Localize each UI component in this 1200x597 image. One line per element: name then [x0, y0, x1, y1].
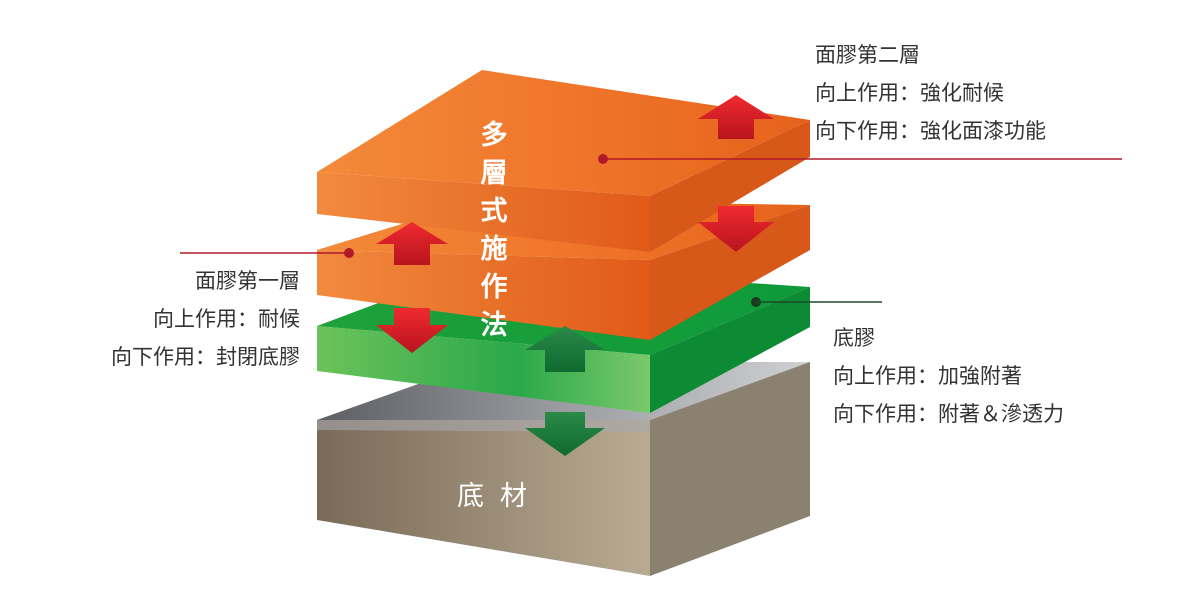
- downward-effect: 向下作用：附著＆滲透力: [833, 402, 1064, 426]
- layer-name: 面膠第一層: [195, 269, 300, 293]
- label-top-coat-1: 面膠第一層 向上作用：耐候 向下作用：封閉底膠: [62, 262, 300, 376]
- vertical-title: 多 層 式 施 作 法: [476, 117, 512, 345]
- top-coat-1-front-face: [317, 250, 650, 340]
- layer-name: 面膠第二層: [815, 43, 920, 67]
- downward-effect: 向下作用：封閉底膠: [111, 345, 300, 369]
- arrow-down-primer: [525, 412, 605, 456]
- leader-primer: [751, 297, 882, 307]
- upward-effect: 向上作用：耐候: [153, 307, 300, 331]
- upward-effect: 向上作用：強化耐候: [815, 81, 1004, 105]
- top-coat-2-layer: [317, 70, 810, 252]
- downward-effect: 向下作用：強化面漆功能: [815, 119, 1046, 143]
- title-char: 施: [480, 234, 508, 265]
- substrate-front-face: [317, 420, 650, 576]
- primer-right-face: [650, 287, 810, 413]
- arrow-down-top-coat-1: [376, 308, 448, 353]
- arrow-down-top-coat-2: [698, 206, 774, 252]
- top-coat-2-front-face: [317, 172, 650, 252]
- upward-effect: 向上作用：加強附著: [833, 364, 1022, 388]
- substrate-right-face: [650, 362, 810, 576]
- arrow-up-top-coat-2: [698, 95, 774, 139]
- label-top-coat-2: 面膠第二層 向上作用：強化耐候 向下作用：強化面漆功能: [815, 36, 1046, 150]
- label-primer: 底膠 向上作用：加強附著 向下作用：附著＆滲透力: [833, 319, 1064, 433]
- title-char: 多: [480, 120, 508, 151]
- top-coat-2-top-face: [317, 70, 810, 196]
- top-coat-2-right-face: [650, 120, 810, 252]
- top-coat-1-right-face: [650, 205, 810, 340]
- leader-top-coat-2: [598, 154, 1122, 164]
- arrow-up-primer: [525, 326, 605, 372]
- title-char: 層: [480, 158, 508, 189]
- layer-name: 底膠: [833, 326, 875, 350]
- leader-top-coat-1: [180, 248, 354, 258]
- title-char: 式: [480, 196, 508, 227]
- title-char: 作: [480, 272, 508, 303]
- title-char: 法: [480, 310, 508, 341]
- arrow-up-top-coat-1: [376, 222, 448, 265]
- substrate-label: 底材: [457, 481, 543, 512]
